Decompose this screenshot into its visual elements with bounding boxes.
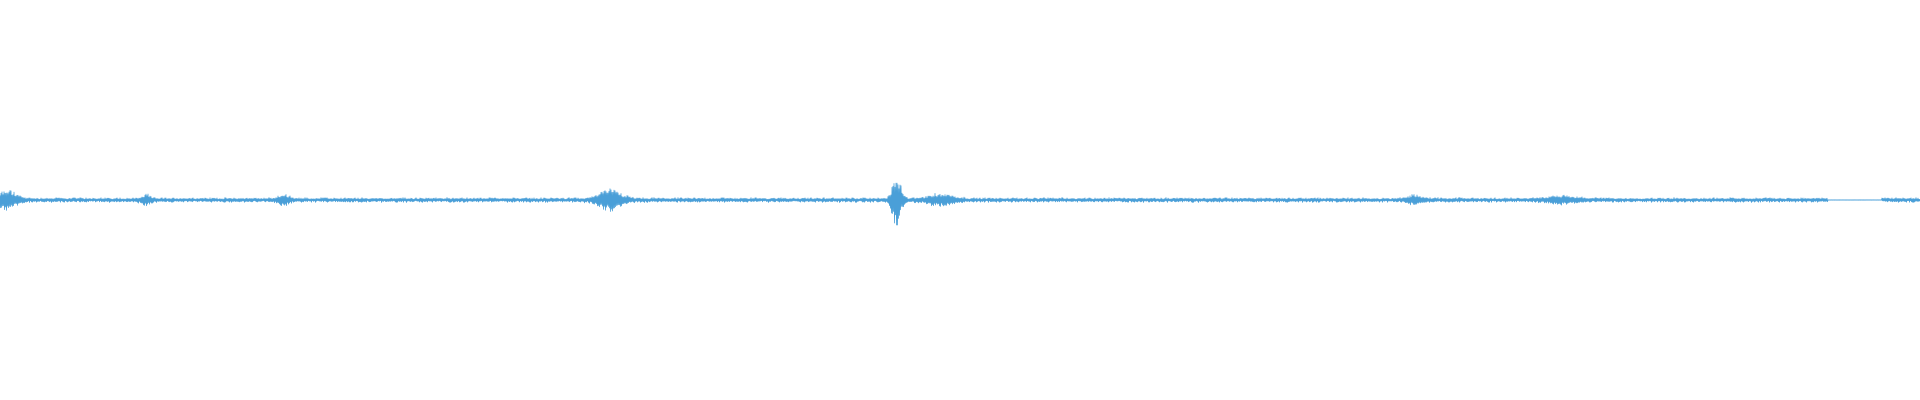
waveform-signal	[0, 182, 1920, 226]
